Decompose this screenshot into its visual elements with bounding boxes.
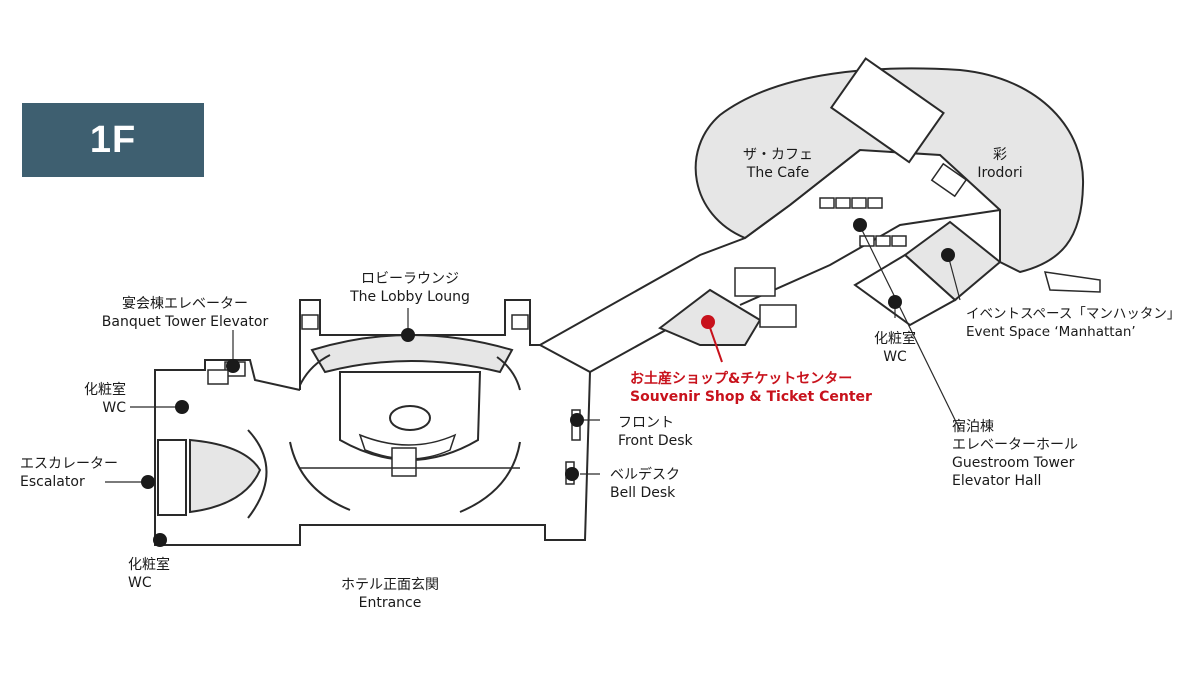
stairs-upper	[930, 162, 968, 198]
label-irodori: 彩 Irodori	[960, 146, 1040, 182]
marker-banquet-elevator	[226, 359, 240, 373]
restaurant-area	[694, 67, 1085, 274]
label-souvenir-en: Souvenir Shop & Ticket Center	[630, 389, 872, 405]
lobby-lounge-area	[310, 334, 514, 374]
label-lobby-lounge: ロビーラウンジ The Lobby Loung	[340, 270, 480, 306]
label-banquet-en: Banquet Tower Elevator	[101, 314, 269, 330]
central-fountain	[389, 405, 431, 431]
label-wc-bottom-en: WC	[128, 575, 152, 591]
label-escalator-ja: エスカレーター	[20, 456, 118, 472]
floor-label: 1F	[89, 118, 137, 161]
lobby-arc-top-right	[496, 356, 521, 391]
escalator-arc	[247, 429, 268, 519]
label-front-ja: フロント	[618, 415, 674, 431]
marker-wc-left	[175, 400, 189, 414]
label-guestroom-ja2: エレベーターホール	[952, 437, 1078, 453]
floor-badge: 1F	[22, 103, 204, 177]
lobby-arc-left	[289, 441, 351, 511]
marker-front-desk	[570, 413, 584, 427]
souvenir-leader	[707, 321, 723, 363]
label-bell-desk: ベルデスク Bell Desk	[610, 466, 720, 502]
label-event-en: Event Space ‘Manhattan’	[966, 324, 1136, 340]
label-front-en: Front Desk	[618, 433, 693, 449]
label-front-desk: フロント Front Desk	[618, 414, 728, 450]
marker-guestroom-elevator	[853, 218, 867, 232]
marker-wc-right	[888, 295, 902, 309]
label-entrance: ホテル正面玄関 Entrance	[320, 576, 460, 612]
exit-stair	[1043, 271, 1101, 293]
label-wc-bottom-ja: 化粧室	[128, 557, 170, 573]
label-entrance-en: Entrance	[358, 595, 422, 611]
central-stair	[358, 433, 457, 460]
label-bell-en: Bell Desk	[610, 485, 676, 501]
label-lobby-ja: ロビーラウンジ	[361, 271, 459, 287]
label-guestroom-elevator: 宿泊棟 エレベーターホール Guestroom Tower Elevator H…	[952, 418, 1122, 490]
label-souvenir-ja: お土産ショップ&チケットセンター	[630, 371, 853, 387]
lobby-arc-right	[459, 441, 521, 513]
label-wc-bottom: 化粧室 WC	[128, 556, 208, 592]
stair-right	[511, 314, 529, 330]
escalator-block	[157, 439, 187, 516]
kitchen-block	[829, 57, 945, 164]
entrance-stair	[391, 447, 417, 477]
label-wc-left-ja: 化粧室	[84, 382, 126, 398]
label-cafe-en: The Cafe	[746, 165, 810, 181]
label-banquet-elevator: 宴会棟エレベーター Banquet Tower Elevator	[80, 295, 290, 331]
label-wc-right: 化粧室 WC	[870, 330, 920, 366]
label-guestroom-en2: Elevator Hall	[952, 473, 1042, 489]
label-irodori-en: Irodori	[977, 165, 1023, 181]
label-guestroom-en: Guestroom Tower	[952, 455, 1075, 471]
marker-event-space	[941, 248, 955, 262]
label-banquet-ja: 宴会棟エレベーター	[122, 296, 248, 312]
label-lobby-en: The Lobby Loung	[350, 289, 470, 305]
label-escalator-en: Escalator	[20, 474, 85, 490]
lobby-arc-top-left	[299, 354, 331, 386]
markers	[141, 218, 955, 547]
label-bell-ja: ベルデスク	[610, 467, 680, 483]
leader-lines	[105, 225, 961, 483]
label-escalator: エスカレーター Escalator	[20, 455, 140, 491]
label-irodori-ja: 彩	[993, 147, 1007, 163]
wc-right-room	[853, 253, 957, 327]
label-wc-right-en: WC	[883, 349, 907, 365]
label-guestroom-ja: 宿泊棟	[952, 419, 994, 435]
marker-escalator	[141, 475, 155, 489]
label-souvenir-shop: お土産ショップ&チケットセンター Souvenir Shop & Ticket …	[630, 370, 920, 406]
elevator-small-2	[207, 369, 229, 385]
marker-lobby-lounge	[401, 328, 415, 342]
stair-left	[301, 314, 319, 330]
marker-wc-bottom	[153, 533, 167, 547]
label-cafe-ja: ザ・カフェ	[743, 147, 813, 163]
label-wc-right-ja: 化粧室	[874, 331, 916, 347]
label-wc-left: 化粧室 WC	[40, 381, 126, 417]
shop-stairs	[734, 267, 797, 328]
marker-souvenir	[701, 315, 715, 329]
label-entrance-ja: ホテル正面玄関	[341, 577, 439, 593]
marker-bell-desk	[565, 467, 579, 481]
label-wc-left-en: WC	[102, 400, 126, 416]
label-event-space: イベントスペース「マンハッタン」 Event Space ‘Manhattan’	[966, 305, 1194, 341]
label-cafe: ザ・カフェ The Cafe	[728, 146, 828, 182]
escalator-dome	[189, 438, 262, 514]
label-event-ja: イベントスペース「マンハッタン」	[966, 306, 1181, 322]
